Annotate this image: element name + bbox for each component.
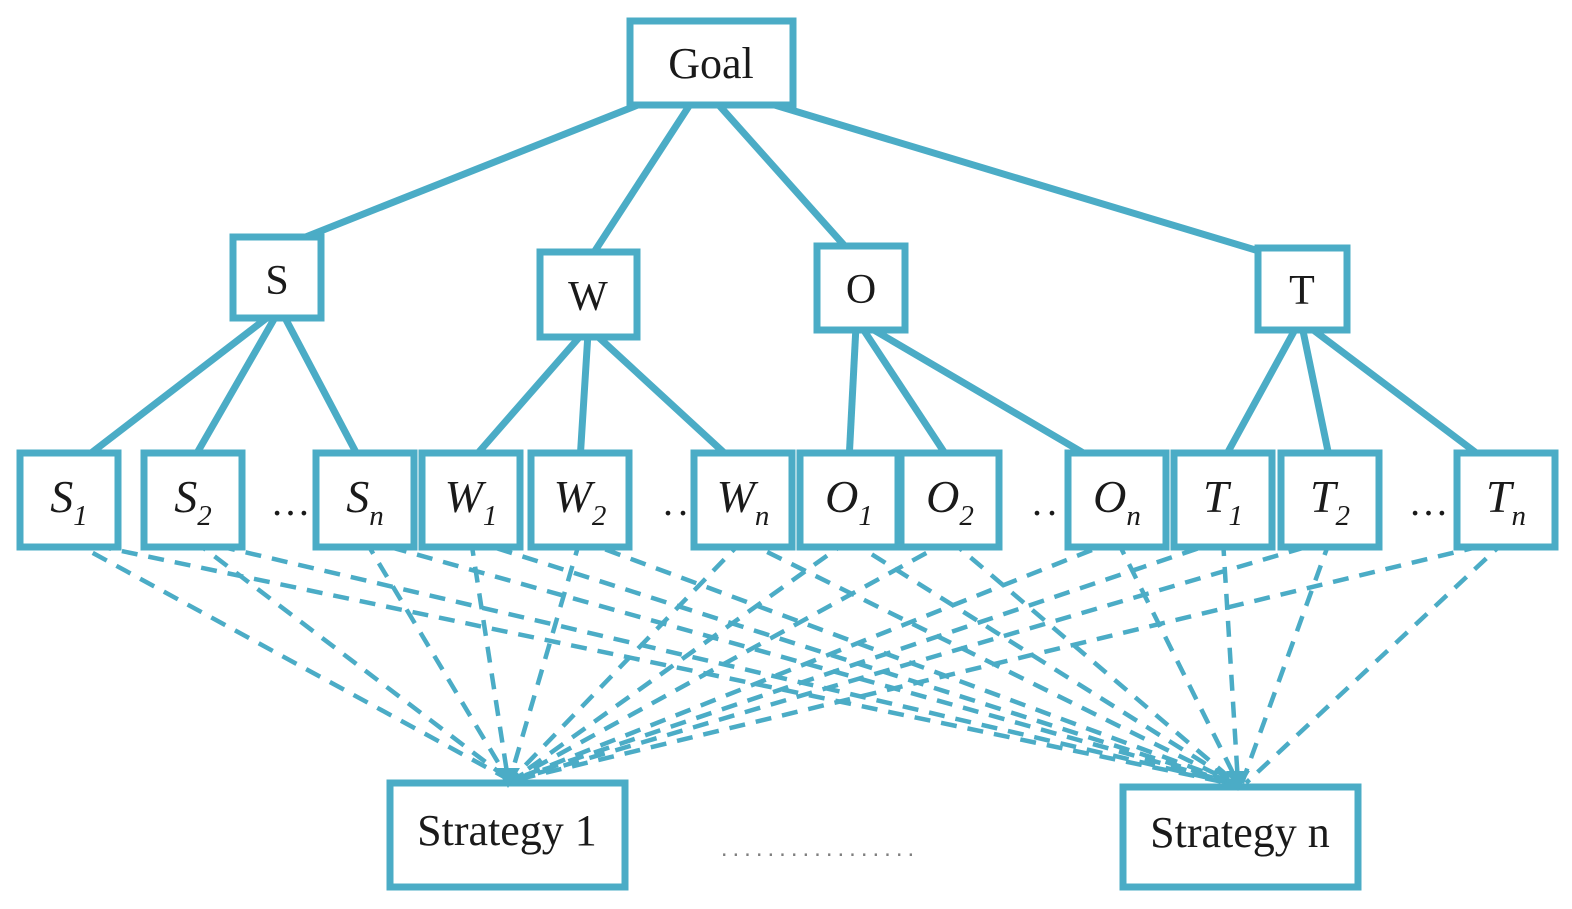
edge-o-on <box>865 322 1099 465</box>
leaf-node-on-label: On <box>1093 471 1141 532</box>
influence-edge-tn-strategy1 <box>519 537 1507 782</box>
leaf-ellipsis-w: .. <box>663 479 693 524</box>
leaf-node-o2-box <box>897 449 1003 551</box>
strategy-1-node-label: Strategy 1 <box>417 806 597 855</box>
leaf-node-s1-label: S1 <box>50 471 88 532</box>
edge-w-w1 <box>468 330 586 464</box>
leaf-node-wn-label: Wn <box>717 471 770 532</box>
edge-s-s1 <box>79 311 275 463</box>
leaf-node-t1-box <box>1170 449 1276 551</box>
influence-edge-o1-strategyn <box>847 538 1238 785</box>
strategy-1-node-box <box>386 779 629 891</box>
influence-edge-t2-strategy1 <box>517 537 1331 782</box>
nodes: Goal S W O T S1 S2 … Sn W1 W2 .. Wn O1 O… <box>16 17 1559 891</box>
edge-goal-o <box>714 100 854 256</box>
category-node-w-label: W <box>568 274 608 320</box>
leaf-ellipsis-o: .. <box>1032 479 1062 524</box>
leaf-node-s2-box <box>140 449 246 551</box>
leaf-node-tn-label: Tn <box>1486 471 1526 532</box>
influence-edge-tn-strategyn <box>1244 538 1508 785</box>
leaf-node-o1-label: O1 <box>825 471 873 532</box>
category-node-s-box <box>229 233 325 322</box>
edge-w-w2 <box>576 332 592 462</box>
influence-edge-o2-strategyn <box>948 538 1238 785</box>
edge-goal-t <box>756 96 1274 259</box>
category-node-w-box <box>536 248 641 341</box>
leaf-node-t2-label: T2 <box>1310 471 1350 532</box>
influence-edge-o1-strategy1 <box>512 538 851 781</box>
influence-edge-s1-strategy1 <box>67 538 510 781</box>
influence-edge-w2-strategy1 <box>507 539 583 780</box>
leaf-node-on-box <box>1064 449 1170 551</box>
influence-edge-t1-strategy1 <box>515 537 1224 782</box>
leaf-node-w1-box <box>418 449 524 551</box>
influence-edge-wn-strategy1 <box>510 538 745 781</box>
strategies-ellipsis-dots: ................. <box>721 835 919 862</box>
leaf-node-w2-label: W2 <box>554 471 607 532</box>
edge-o-o1 <box>845 325 860 462</box>
leaf-node-sn-label: Sn <box>346 471 384 532</box>
arrowhead-strategy1 <box>496 768 520 788</box>
edge-goal-s <box>281 97 650 250</box>
influence-edge-t1-strategyn <box>1220 539 1241 784</box>
leaf-ellipsis-s: … <box>271 479 316 524</box>
influence-edge-w1-strategy1 <box>468 539 511 780</box>
influence-edges <box>67 537 1508 786</box>
edge-s-s2 <box>189 312 281 462</box>
goal-node-box <box>626 17 797 109</box>
category-node-o-box <box>813 242 909 334</box>
influence-edge-wn-strategyn <box>742 537 1235 786</box>
leaf-node-wn-box <box>690 449 796 551</box>
strategy-n-node-label: Strategy n <box>1150 808 1330 857</box>
leaf-node-tn-box <box>1453 449 1559 551</box>
leaf-node-w1-label: W1 <box>445 471 498 532</box>
leaf-node-t2-box <box>1277 449 1383 551</box>
leaf-node-sn-box <box>312 449 418 551</box>
influence-edge-sn-strategyn <box>364 537 1233 786</box>
tree-edges <box>79 96 1490 465</box>
leaf-node-s2-label: S2 <box>174 471 212 532</box>
influence-edge-sn-strategy1 <box>363 538 510 781</box>
edge-t-t2 <box>1298 325 1334 462</box>
influence-edge-w2-strategyn <box>579 537 1235 786</box>
strategy-n-node-box <box>1119 783 1362 891</box>
edge-o-o2 <box>858 324 953 463</box>
arrowhead-strategyn <box>1226 771 1250 791</box>
influence-edge-s2-strategyn <box>192 537 1231 786</box>
influence-edge-on-strategyn <box>1114 538 1241 785</box>
edge-t-tn <box>1305 323 1490 464</box>
category-node-o-label: O <box>846 267 876 313</box>
influence-edge-s2-strategy1 <box>191 538 510 781</box>
edge-t-t1 <box>1219 324 1301 463</box>
edge-w-wn <box>591 330 736 464</box>
leaf-ellipsis-t: … <box>1409 479 1454 524</box>
leaf-node-o1-box <box>796 449 902 551</box>
category-node-s-label: S <box>265 258 288 304</box>
leaf-node-s1-box <box>16 449 122 551</box>
edge-s-sn <box>279 312 364 462</box>
leaf-node-o2-label: O2 <box>926 471 974 532</box>
leaf-node-t1-label: T1 <box>1203 471 1243 532</box>
influence-edge-o2-strategy1 <box>512 538 952 781</box>
edge-goal-w <box>586 101 694 262</box>
category-node-t-box <box>1254 244 1351 334</box>
category-node-t-label: T <box>1289 268 1315 314</box>
influence-edge-s1-strategyn <box>68 537 1229 786</box>
leaf-node-w2-box <box>527 449 633 551</box>
goal-node-label: Goal <box>668 39 754 88</box>
